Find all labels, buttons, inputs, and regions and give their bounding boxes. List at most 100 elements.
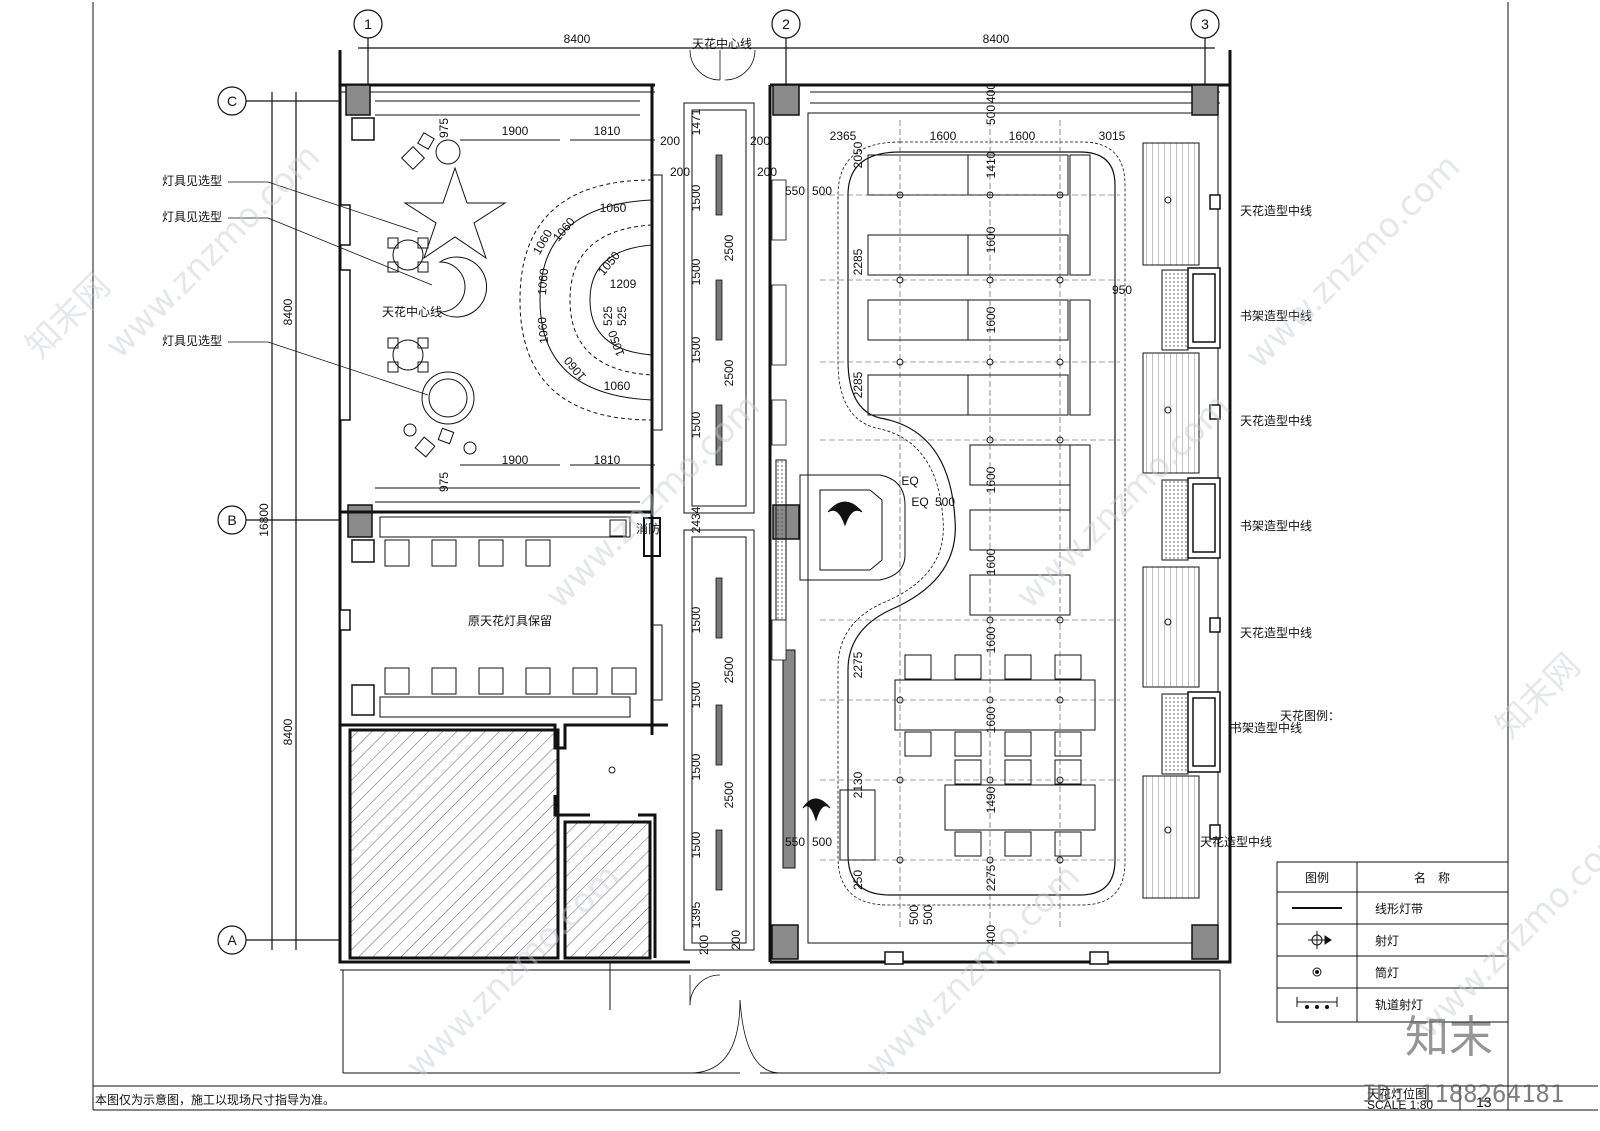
dim-left-4: 1810 bbox=[594, 453, 621, 467]
bookshelf-units bbox=[775, 142, 1200, 899]
dim-right-8: 1600 bbox=[984, 226, 998, 253]
dim-cor-9: 2500 bbox=[722, 656, 736, 683]
dim-right-0: 2365 bbox=[830, 129, 857, 143]
label-ceiling-center-left: 天花中心线 bbox=[382, 304, 442, 319]
dim-left-span-2: 8400 bbox=[281, 718, 295, 745]
dim-right-11: 1600 bbox=[984, 548, 998, 575]
dim-right-6: 2050 bbox=[851, 141, 865, 168]
dim-left-6: 200 bbox=[660, 134, 680, 148]
dim-right-27: 550 bbox=[785, 835, 805, 849]
watermark-site-4: www.znzmo.com bbox=[1238, 146, 1468, 376]
dim-left-10: 1060 bbox=[530, 227, 556, 257]
legend-header-name: 名 称 bbox=[1414, 870, 1450, 885]
drawing-title: 天花灯位图 bbox=[1367, 1086, 1427, 1101]
watermark-brand: 知末 bbox=[1405, 1012, 1493, 1063]
dim-left-5: 975 bbox=[437, 472, 451, 492]
dimension-texts-corridor: 1471 1500 2500 1500 1500 2500 1500 2434 … bbox=[689, 108, 777, 955]
dim-top-span-1: 8400 bbox=[564, 32, 591, 46]
dim-left-7: 200 bbox=[670, 165, 690, 179]
label-bookshelf-cl-1: 书架造型中线 bbox=[1240, 308, 1312, 323]
dim-right-20: 250 bbox=[851, 870, 865, 890]
label-fixture-note-2: 灯具见选型 bbox=[162, 210, 222, 224]
dim-cor-0: 1471 bbox=[689, 108, 703, 135]
watermark-site-cn-2: 知末网 bbox=[1488, 646, 1588, 746]
dim-right-30: 500 bbox=[921, 905, 935, 925]
hatched-areas bbox=[348, 728, 652, 960]
label-ceiling-shape-cl-1: 天花造型中线 bbox=[1240, 203, 1312, 218]
dim-right-13: 1600 bbox=[984, 706, 998, 733]
dim-cor-8: 1500 bbox=[689, 606, 703, 633]
dim-left-11: 1060 bbox=[535, 267, 551, 295]
dim-cor-4: 1500 bbox=[689, 336, 703, 363]
workstations bbox=[379, 516, 637, 718]
dim-left-1: 1900 bbox=[502, 124, 529, 138]
dim-left-3: 1900 bbox=[502, 453, 529, 467]
dim-cor-18: 200 bbox=[729, 930, 743, 950]
drawing-scale: SCALE 1:80 bbox=[1367, 1098, 1433, 1112]
label-fixture-note-1: 灯具见选型 bbox=[162, 174, 222, 188]
dim-top-span-2: 8400 bbox=[983, 32, 1010, 46]
dim-right-31: 400 bbox=[984, 925, 998, 945]
dim-right-10: 1600 bbox=[984, 466, 998, 493]
dim-right-4: 500 bbox=[984, 105, 998, 125]
dim-left-0: 975 bbox=[437, 118, 451, 138]
watermark-id: ID: 1188264181 bbox=[1362, 1080, 1564, 1108]
axis-label-col-2: 2 bbox=[782, 16, 790, 32]
axis-label-row-b: B bbox=[227, 512, 236, 528]
dim-left-14: 1060 bbox=[604, 379, 631, 393]
dim-left-span-1: 8400 bbox=[281, 298, 295, 325]
dim-left-12: 1060 bbox=[535, 316, 551, 344]
legend-header-symbol: 图例 bbox=[1305, 871, 1329, 885]
downlight-fixtures bbox=[608, 191, 1172, 864]
dim-right-23: EQ bbox=[911, 495, 928, 509]
ceiling-curve-outline bbox=[847, 151, 1116, 896]
dim-right-19: 2130 bbox=[851, 771, 865, 798]
axis-label-row-c: C bbox=[227, 93, 237, 109]
label-keep-original: 原天花灯具保留 bbox=[468, 613, 552, 628]
legend-row-name-2: 筒灯 bbox=[1375, 965, 1399, 980]
dim-left-13: 1060 bbox=[561, 354, 589, 384]
dim-right-2: 1600 bbox=[1009, 129, 1036, 143]
furniture-tables bbox=[867, 154, 1096, 857]
dim-right-25: 550 bbox=[785, 184, 805, 198]
watermark-layer: www.znzmo.com 知末网 www.znzmo.com www.znzm… bbox=[18, 136, 1600, 1086]
axis-label-col-3: 3 bbox=[1201, 16, 1209, 32]
label-ceiling-shape-cl-4: 天花造型中线 bbox=[1200, 834, 1272, 849]
label-bookshelf-cl-3: 书架造型中线 bbox=[1230, 720, 1302, 735]
dim-left-total: 16800 bbox=[257, 503, 271, 537]
dim-right-28: 500 bbox=[812, 835, 832, 849]
dim-right-7: 1410 bbox=[984, 151, 998, 178]
dim-right-17: 2285 bbox=[851, 371, 865, 398]
dim-right-26: 500 bbox=[812, 184, 832, 198]
left-room-ceiling bbox=[387, 132, 663, 701]
label-ceiling-shape-cl-3: 天花造型中线 bbox=[1240, 625, 1312, 640]
dimension-texts-right-room: 2365 1600 1600 3015 500 400 2050 1410 16… bbox=[785, 83, 1132, 945]
label-bookshelf-cl-2: 书架造型中线 bbox=[1240, 518, 1312, 533]
dim-cor-17: 200 bbox=[697, 935, 711, 955]
reception-desk bbox=[782, 474, 906, 869]
watermark-site-cn-1: 知末网 bbox=[18, 266, 118, 366]
label-ceiling-shape-cl-2: 天花造型中线 bbox=[1240, 413, 1312, 428]
legend-row-name-3: 轨道射灯 bbox=[1375, 997, 1423, 1012]
label-ceiling-legend-title: 天花图例： bbox=[1280, 708, 1340, 723]
interior-partitions bbox=[340, 510, 668, 958]
ceiling-grid-lines bbox=[820, 120, 1120, 930]
dim-cor-10: 1500 bbox=[689, 681, 703, 708]
legend-row-name-1: 射灯 bbox=[1375, 933, 1399, 948]
dim-cor-7: 2434 bbox=[689, 506, 703, 533]
watermark-site-6: www.znzmo.com bbox=[858, 856, 1088, 1086]
footer-note: 本图仅为示意图，施工以现场尺寸指导为准。 bbox=[95, 1092, 335, 1107]
window-frames bbox=[339, 117, 1221, 965]
dim-cor-5: 2500 bbox=[722, 359, 736, 386]
track-light-icon bbox=[1296, 997, 1338, 1009]
watermark-site-1: www.znzmo.com bbox=[98, 136, 328, 366]
dim-cor-13: 1500 bbox=[689, 831, 703, 858]
leader-lines bbox=[228, 181, 433, 396]
dim-right-21: 950 bbox=[1112, 283, 1132, 297]
dim-cor-2: 2500 bbox=[722, 234, 736, 261]
corridor-linear-lights bbox=[715, 154, 787, 891]
dim-right-24: 500 bbox=[935, 495, 955, 509]
dim-right-29: 500 bbox=[907, 905, 921, 925]
axis-bubbles-left bbox=[217, 86, 340, 955]
